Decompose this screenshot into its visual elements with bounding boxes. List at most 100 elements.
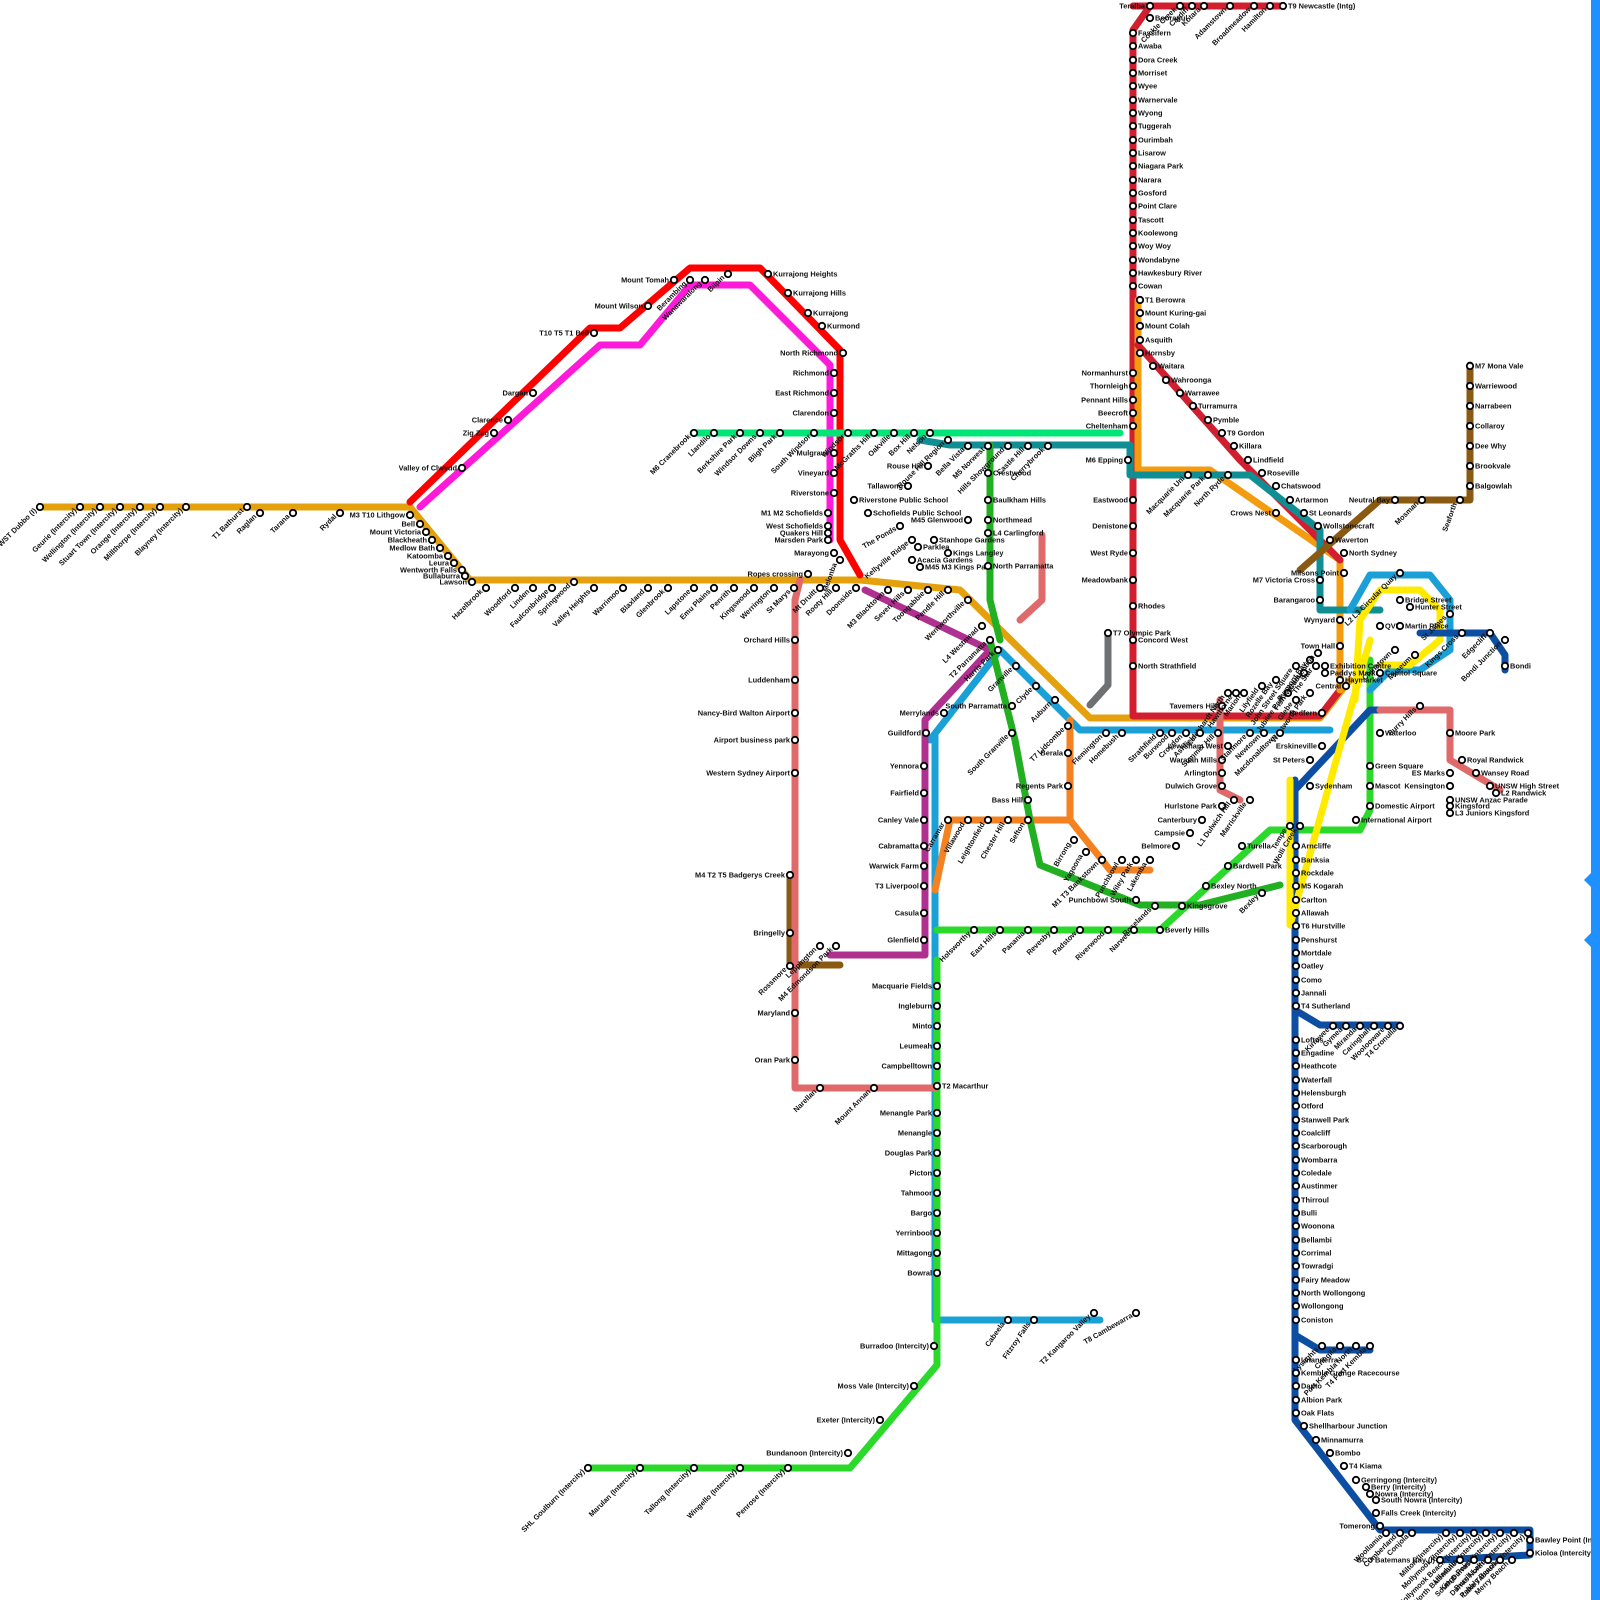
- station-bullaburra[interactable]: Bullaburra: [423, 572, 470, 581]
- station-marker[interactable]: [1175, 388, 1185, 398]
- station-concord-west[interactable]: Concord West: [1128, 636, 1189, 645]
- station-north-strathfield[interactable]: North Strathfield: [1128, 662, 1197, 671]
- station-denistone[interactable]: Denistone: [1092, 522, 1138, 531]
- station-marker[interactable]: [1457, 628, 1467, 638]
- station-marker[interactable]: [1325, 535, 1335, 545]
- station-marker[interactable]: [1291, 1275, 1301, 1285]
- station-marker[interactable]: [929, 535, 939, 545]
- station-dargan[interactable]: Dargan: [503, 388, 538, 398]
- station-marker[interactable]: [815, 941, 825, 951]
- station-m5-kogarah[interactable]: M5 Kogarah: [1291, 882, 1344, 891]
- station-marker[interactable]: [790, 768, 800, 778]
- station-balgowlah[interactable]: Balgowlah: [1465, 482, 1513, 491]
- station-marker[interactable]: [831, 583, 841, 593]
- station-airport-business-park[interactable]: Airport business park: [714, 736, 800, 745]
- station-berala[interactable]: Berala: [1040, 748, 1073, 758]
- station-mount-kuring-gai[interactable]: Mount Kuring-gai: [1135, 309, 1206, 318]
- station-ourimbah[interactable]: Ourimbah: [1128, 135, 1174, 145]
- station-m6-epping[interactable]: M6 Epping: [1086, 456, 1133, 465]
- station-marker[interactable]: [1291, 1301, 1301, 1311]
- station-marker[interactable]: [1299, 1421, 1309, 1431]
- station-yennora[interactable]: Yennora: [890, 762, 929, 771]
- station-marker[interactable]: [1291, 961, 1301, 971]
- station-marker[interactable]: [909, 1381, 919, 1391]
- station-milsons-point[interactable]: Milsons Point: [1291, 569, 1349, 578]
- station-l4-carlingford[interactable]: L4 Carlingford: [983, 529, 1044, 538]
- station-marker[interactable]: [1291, 1368, 1301, 1378]
- station-marker[interactable]: [803, 308, 813, 318]
- station-marker[interactable]: [1365, 781, 1375, 791]
- station-marker[interactable]: [1128, 281, 1138, 291]
- station-warwick-farm[interactable]: Warwick Farm: [869, 862, 929, 871]
- station-marker[interactable]: [1128, 121, 1138, 131]
- station-marker[interactable]: [943, 548, 953, 558]
- station-hurlstone-park[interactable]: Hurlstone Park: [1164, 802, 1227, 811]
- station-mount-wilson[interactable]: Mount Wilson: [595, 302, 653, 311]
- station-kurrajong[interactable]: Kurrajong: [803, 308, 849, 318]
- station-m45-glenwood[interactable]: M45 Glenwood: [911, 516, 973, 525]
- station-marker[interactable]: [1445, 781, 1455, 791]
- station-marker[interactable]: [815, 583, 825, 593]
- station-hazelbrook[interactable]: Hazelbrook: [450, 583, 491, 622]
- station-lindfield[interactable]: Lindfield: [1243, 456, 1284, 465]
- station-marker[interactable]: [75, 502, 85, 512]
- station-minto[interactable]: Minto: [912, 1022, 942, 1031]
- station-marker[interactable]: [932, 1128, 942, 1138]
- station-kurrajong-hills[interactable]: Kurrajong Hills: [783, 289, 846, 298]
- station-crows-nest[interactable]: Crows Nest: [1230, 509, 1281, 518]
- station-marker[interactable]: [1023, 925, 1033, 935]
- station-moore-park[interactable]: Moore Park: [1445, 729, 1496, 738]
- station-marker[interactable]: [1469, 1555, 1479, 1565]
- station-marker[interactable]: [785, 961, 795, 971]
- station-shellharbour-junction[interactable]: Shellharbour Junction: [1299, 1421, 1388, 1431]
- station-marker[interactable]: [1128, 68, 1138, 78]
- station-mascot[interactable]: Mascot: [1365, 781, 1401, 791]
- station-town-hall[interactable]: Town Hall: [1301, 642, 1345, 651]
- station-marker[interactable]: [1128, 228, 1138, 238]
- station-waterfall[interactable]: Waterfall: [1291, 1076, 1332, 1085]
- station-marker[interactable]: [1291, 921, 1301, 931]
- station-bulli[interactable]: Bulli: [1291, 1209, 1317, 1218]
- station-tarana[interactable]: Tarana: [268, 508, 298, 535]
- station-marker[interactable]: [1213, 728, 1223, 738]
- station-marker[interactable]: [1317, 741, 1327, 751]
- station-kurrajong-heights[interactable]: Kurrajong Heights: [763, 270, 838, 279]
- station-tavemers-hill[interactable]: Tavemers Hill: [1169, 702, 1227, 711]
- station-marker[interactable]: [1128, 81, 1138, 91]
- station-marker[interactable]: [1315, 595, 1325, 605]
- station-marker[interactable]: [1128, 161, 1138, 171]
- station-marker[interactable]: [635, 1463, 645, 1473]
- station-marker[interactable]: [993, 645, 1003, 655]
- station-marker[interactable]: [803, 569, 813, 579]
- station-marker[interactable]: [913, 542, 923, 552]
- station-marker[interactable]: [1128, 215, 1138, 225]
- station-marker[interactable]: [723, 269, 733, 279]
- station-waratah-mills[interactable]: Waratah Mills: [1170, 756, 1227, 765]
- station-marker[interactable]: [1291, 1315, 1301, 1325]
- station-marker[interactable]: [1129, 925, 1139, 935]
- station-marker[interactable]: [1217, 781, 1227, 791]
- station-marker[interactable]: [1029, 1315, 1039, 1325]
- station-marker[interactable]: [1390, 645, 1400, 655]
- station-marker[interactable]: [1223, 688, 1233, 698]
- station-gosford[interactable]: Gosford: [1128, 189, 1167, 198]
- station-marker[interactable]: [829, 448, 839, 458]
- station-marker[interactable]: [1145, 1, 1155, 11]
- station-coledale[interactable]: Coledale: [1291, 1169, 1332, 1178]
- station-douglas-park[interactable]: Douglas Park: [885, 1149, 942, 1158]
- station-marker[interactable]: [1128, 135, 1138, 145]
- station-marker[interactable]: [709, 583, 719, 593]
- station-marker[interactable]: [467, 577, 477, 587]
- station-merrylands[interactable]: Merrylands: [900, 709, 949, 718]
- station-marker[interactable]: [1063, 748, 1073, 758]
- station-kingsgrove[interactable]: Kingsgrove: [1177, 902, 1228, 911]
- station-marker[interactable]: [689, 428, 699, 438]
- station-marker[interactable]: [1101, 728, 1111, 738]
- station-marker[interactable]: [829, 488, 839, 498]
- station-es-marks[interactable]: ES Marks: [1412, 769, 1455, 778]
- station-waterloo[interactable]: Waterloo: [1375, 729, 1417, 738]
- station-marker[interactable]: [1291, 1128, 1301, 1138]
- station-stanwell-park[interactable]: Stanwell Park: [1291, 1116, 1350, 1125]
- station-t9-gordon[interactable]: T9 Gordon: [1217, 429, 1265, 438]
- station-marker[interactable]: [528, 388, 538, 398]
